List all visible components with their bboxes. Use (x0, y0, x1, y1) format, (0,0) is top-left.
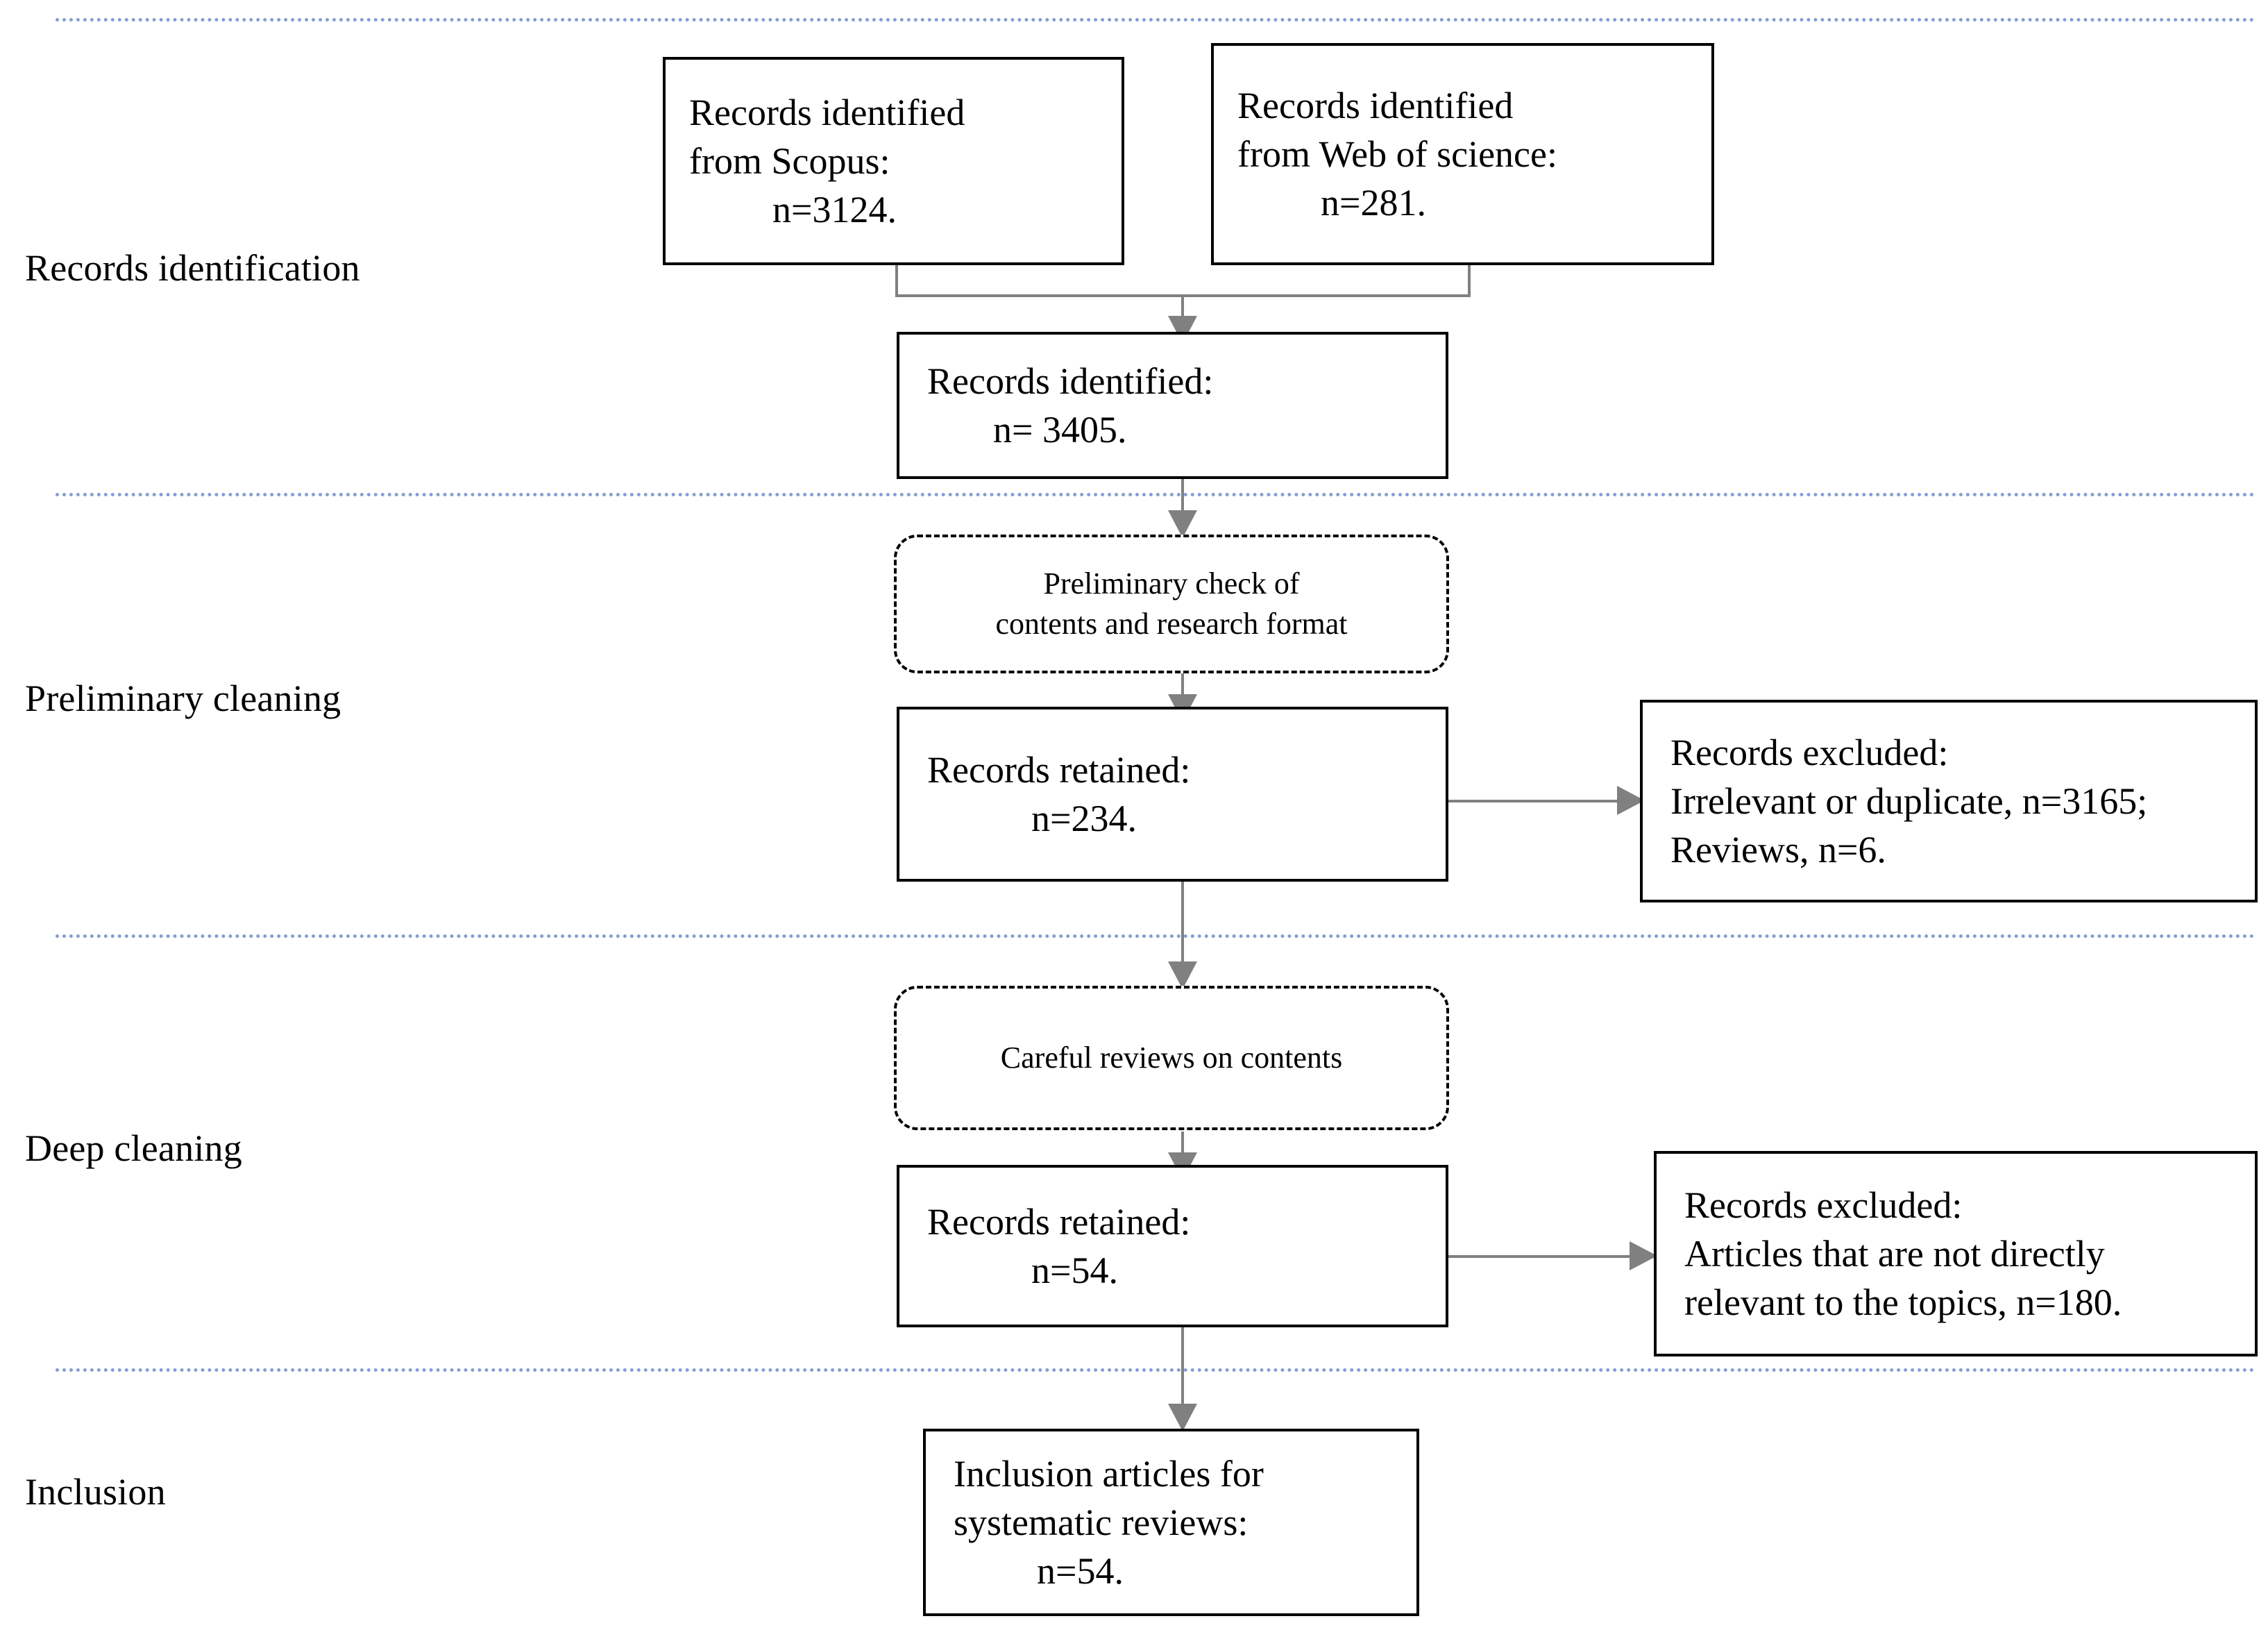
inclusion-line-3: n=54. (1037, 1550, 1124, 1593)
identified-total-line-2: n= 3405. (993, 409, 1127, 451)
excluded-deep-line-3: relevant to the topics, n=180. (1684, 1282, 2122, 1324)
stage-label-preliminary-cleaning: Preliminary cleaning (25, 678, 341, 719)
excluded-prelim-line-1: Records excluded: (1670, 731, 1949, 773)
box-careful-reviews: Careful reviews on contents (894, 986, 1449, 1130)
stage-label-deep-cleaning: Deep cleaning (25, 1127, 242, 1169)
precheck-line-1: Preliminary check of (1043, 566, 1300, 600)
retained54-line-2: n=54. (1031, 1250, 1118, 1291)
careful-line-1: Careful reviews on contents (1000, 1040, 1343, 1075)
connector-precheck-to-retained234 (1181, 673, 1184, 708)
stage-label-records-identification: Records identification (25, 247, 360, 289)
connector-identified-to-precheck (1181, 479, 1184, 526)
box-records-identified-wos: Records identified from Web of science: … (1211, 43, 1714, 265)
stage-divider-2 (56, 493, 2256, 496)
inclusion-line-2: systematic reviews: (954, 1501, 1249, 1543)
stage-divider-4 (56, 1368, 2256, 1372)
identified-total-line-1: Records identified: (927, 360, 1214, 402)
wos-line-1: Records identified (1237, 84, 1514, 126)
retained54-line-1: Records retained: (927, 1200, 1191, 1243)
connector-wos-down (1468, 262, 1471, 296)
retained234-line-2: n=234. (1031, 798, 1137, 839)
wos-line-3: n=281. (1321, 182, 1426, 224)
excluded-deep-line-1: Records excluded: (1684, 1184, 1963, 1226)
inclusion-line-1: Inclusion articles for (954, 1452, 1264, 1495)
box-records-excluded-deep: Records excluded: Articles that are not … (1654, 1151, 2258, 1356)
connector-retained54-to-inclusion (1181, 1327, 1184, 1430)
box-records-identified-total: Records identified: n= 3405. (897, 332, 1448, 479)
connector-scopus-down (895, 262, 898, 296)
excluded-deep-line-2: Articles that are not directly (1684, 1232, 2105, 1275)
connector-retained54-to-excluded-deep (1447, 1255, 1655, 1258)
stage-label-inclusion: Inclusion (25, 1471, 166, 1513)
box-records-retained-234: Records retained: n=234. (897, 707, 1448, 882)
connector-retained234-to-careful (1181, 882, 1184, 979)
box-records-identified-scopus: Records identified from Scopus: n=3124. (663, 57, 1124, 265)
precheck-line-2: contents and research format (995, 607, 1348, 641)
box-preliminary-check: Preliminary check of contents and resear… (894, 535, 1449, 673)
connector-retained234-to-excluded (1447, 800, 1641, 803)
scopus-line-2: from Scopus: (689, 140, 890, 182)
arrow-retained54-to-excluded-deep (1630, 1241, 1657, 1270)
arrow-identified-to-precheck (1168, 510, 1197, 538)
stage-divider-1 (56, 18, 2256, 22)
scopus-line-1: Records identified (689, 91, 965, 133)
box-records-retained-54: Records retained: n=54. (897, 1165, 1448, 1327)
arrow-retained54-to-inclusion (1168, 1404, 1197, 1431)
retained234-line-1: Records retained: (927, 748, 1191, 791)
excluded-prelim-line-3: Reviews, n=6. (1670, 829, 1886, 871)
excluded-prelim-line-2: Irrelevant or duplicate, n=3165; (1670, 780, 2148, 822)
box-records-excluded-preliminary: Records excluded: Irrelevant or duplicat… (1640, 700, 2258, 902)
stage-divider-3 (56, 934, 2256, 938)
connector-merge-to-identified (1181, 294, 1184, 325)
wos-line-2: from Web of science: (1237, 133, 1557, 175)
scopus-line-3: n=3124. (772, 189, 897, 231)
box-inclusion-final: Inclusion articles for systematic review… (923, 1429, 1419, 1616)
arrow-retained234-to-careful (1168, 961, 1197, 989)
connector-careful-to-retained54 (1181, 1132, 1184, 1168)
